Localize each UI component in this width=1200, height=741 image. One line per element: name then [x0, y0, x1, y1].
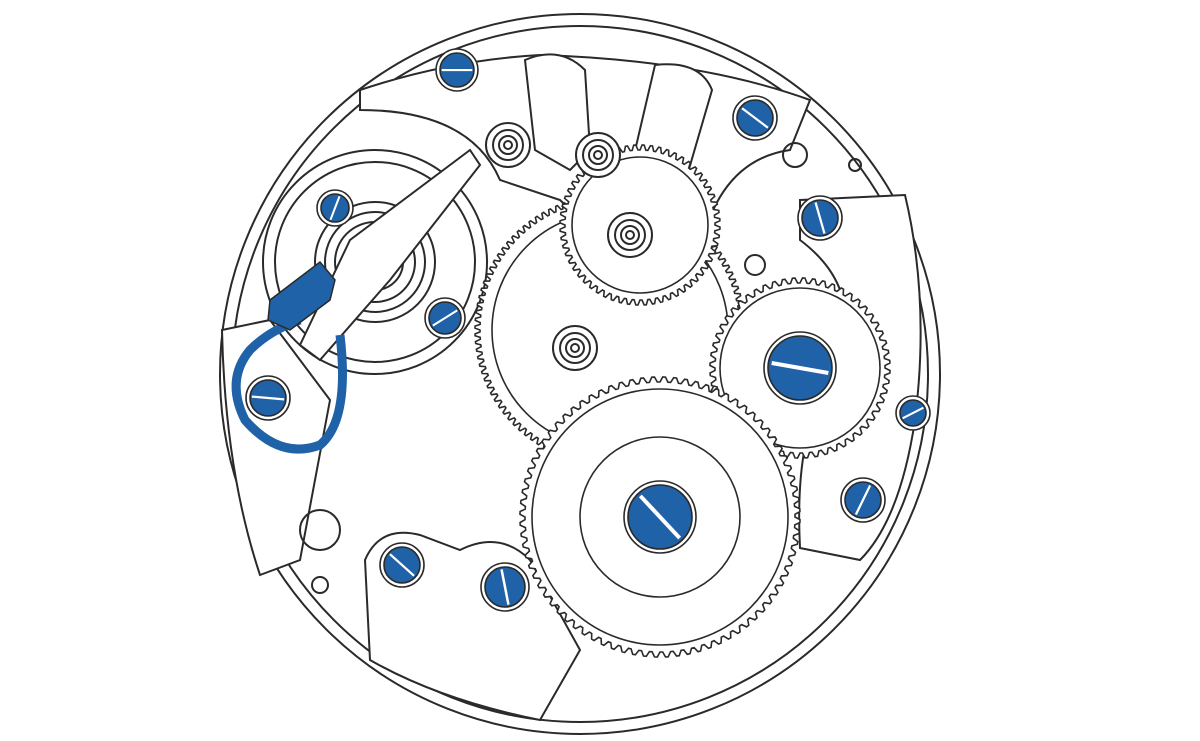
balance-wheel-inner	[274, 161, 476, 363]
screw-slot	[902, 406, 924, 420]
screw-slot	[251, 395, 285, 401]
screw-slot	[329, 195, 341, 221]
pin	[782, 142, 808, 168]
screw-slot	[638, 494, 682, 540]
balance-cock-bridge	[298, 148, 482, 362]
jewel-bearing	[625, 230, 635, 240]
jewel-setting	[299, 509, 341, 551]
screw-slot	[389, 553, 415, 577]
pin	[744, 254, 766, 276]
pin	[848, 158, 862, 172]
screw-slot	[771, 361, 829, 375]
regulator-arm	[267, 260, 336, 331]
screw-slot	[814, 202, 826, 234]
crown-wheel-ring	[719, 287, 881, 449]
screw-slot	[500, 569, 510, 605]
screw-slot	[854, 484, 872, 516]
balance-wheel-rim	[262, 149, 488, 375]
third-wheel-ring	[571, 156, 709, 294]
hairspring	[314, 201, 436, 323]
ratchet-wheel-ring	[579, 436, 741, 598]
jewel-bearing	[570, 343, 580, 353]
regulator-spring	[231, 315, 347, 454]
pin	[311, 576, 329, 594]
ratchet-wheel-ring	[531, 388, 789, 646]
screw-slot	[432, 309, 458, 327]
jewel-bearing	[593, 150, 603, 160]
screw-slot	[741, 107, 769, 129]
hairspring-coil	[324, 211, 426, 313]
jewel-bearing	[503, 140, 513, 150]
